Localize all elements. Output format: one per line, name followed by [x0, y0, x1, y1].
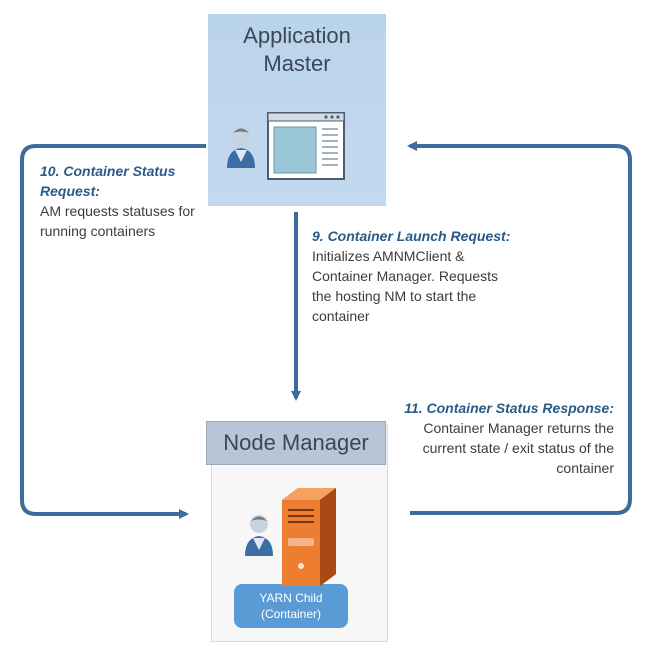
user-icon	[227, 127, 255, 168]
user-icon	[245, 515, 273, 556]
label-container-status-response: 11. Container Status Response: Container…	[404, 398, 614, 478]
step-description: Initializes AMNMClient & Container Manag…	[312, 248, 498, 324]
server-icon	[282, 488, 336, 586]
application-window-icon	[267, 112, 345, 180]
node-manager-title: Node Manager	[223, 430, 369, 455]
step-title: 10. Container Status Request:	[40, 163, 176, 199]
label-container-launch-request: 9. Container Launch Request: Initializes…	[312, 226, 512, 326]
step-description: Container Manager returns the current st…	[422, 420, 614, 476]
step-title: 11. Container Status Response:	[404, 400, 614, 416]
yarn-child-badge: YARN Child (Container)	[234, 584, 348, 628]
step-title: 9. Container Launch Request:	[312, 228, 511, 244]
arrow-container-status-response	[407, 141, 632, 515]
label-container-status-request: 10. Container Status Request: AM request…	[40, 161, 220, 241]
application-master-title: Application Master	[243, 23, 351, 76]
node-manager-header	[206, 421, 386, 465]
arrow-container-status-request	[20, 144, 206, 519]
step-description: AM requests statuses for running contain…	[40, 203, 195, 239]
